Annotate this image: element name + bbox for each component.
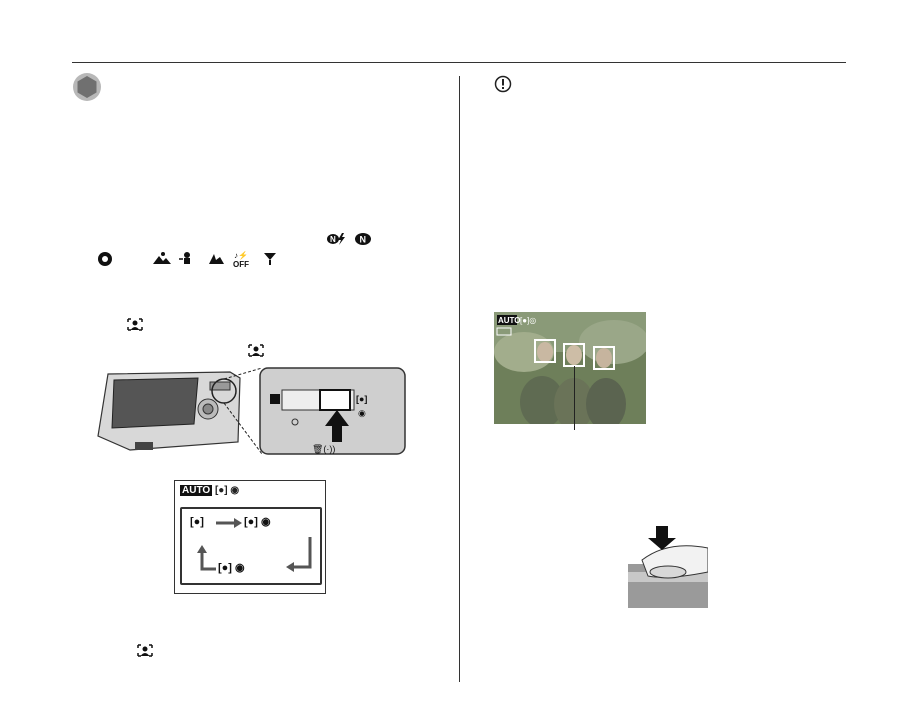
column-divider <box>459 76 460 682</box>
svg-text:[●]◎: [●]◎ <box>520 316 536 325</box>
svg-text:[●] ◉: [●] ◉ <box>218 562 245 574</box>
top-rule <box>72 62 846 63</box>
svg-text:[●]: [●] <box>356 394 367 404</box>
face-detect-icon <box>137 644 153 657</box>
exclamation-icon <box>494 75 512 93</box>
callout-line <box>574 366 575 430</box>
camera-illustration: [●] ◉ 🗑(·)) <box>97 367 406 455</box>
photo-auto-label: AUTO <box>498 316 521 325</box>
scene-icons: ♪⚡ OFF <box>98 250 276 268</box>
svg-text:N: N <box>360 235 367 245</box>
shutter-press-illustration <box>628 526 708 608</box>
svg-text:🗑(·)): 🗑(·)) <box>312 444 335 454</box>
svg-text:OFF: OFF <box>233 260 249 268</box>
face-detection-photo: AUTO [●]◎ <box>494 312 646 424</box>
lcd-status-bar: AUTO [●] ◉ <box>180 485 239 496</box>
svg-text:♪⚡: ♪⚡ <box>234 250 248 260</box>
svg-text:N: N <box>330 235 336 244</box>
face-detect-icon <box>248 344 264 357</box>
auto-mode-label: AUTO <box>180 485 213 496</box>
face-mode-cycle-diagram: [●] [●] ◉ [●] ◉ <box>190 516 312 574</box>
svg-text:[●] ◉: [●] ◉ <box>244 516 271 528</box>
hexagon-icon <box>73 73 101 101</box>
face-detect-icon <box>127 318 143 331</box>
svg-text:◉: ◉ <box>358 408 366 418</box>
svg-text:[●]: [●] <box>190 516 204 528</box>
face-mode-icon: [●] ◉ <box>214 485 240 496</box>
lcd-sequence-panel <box>174 480 326 594</box>
face-mode-cycle: [●] [●] ◉ [●] ◉ <box>180 507 322 585</box>
flash-icons: N N <box>327 233 371 245</box>
